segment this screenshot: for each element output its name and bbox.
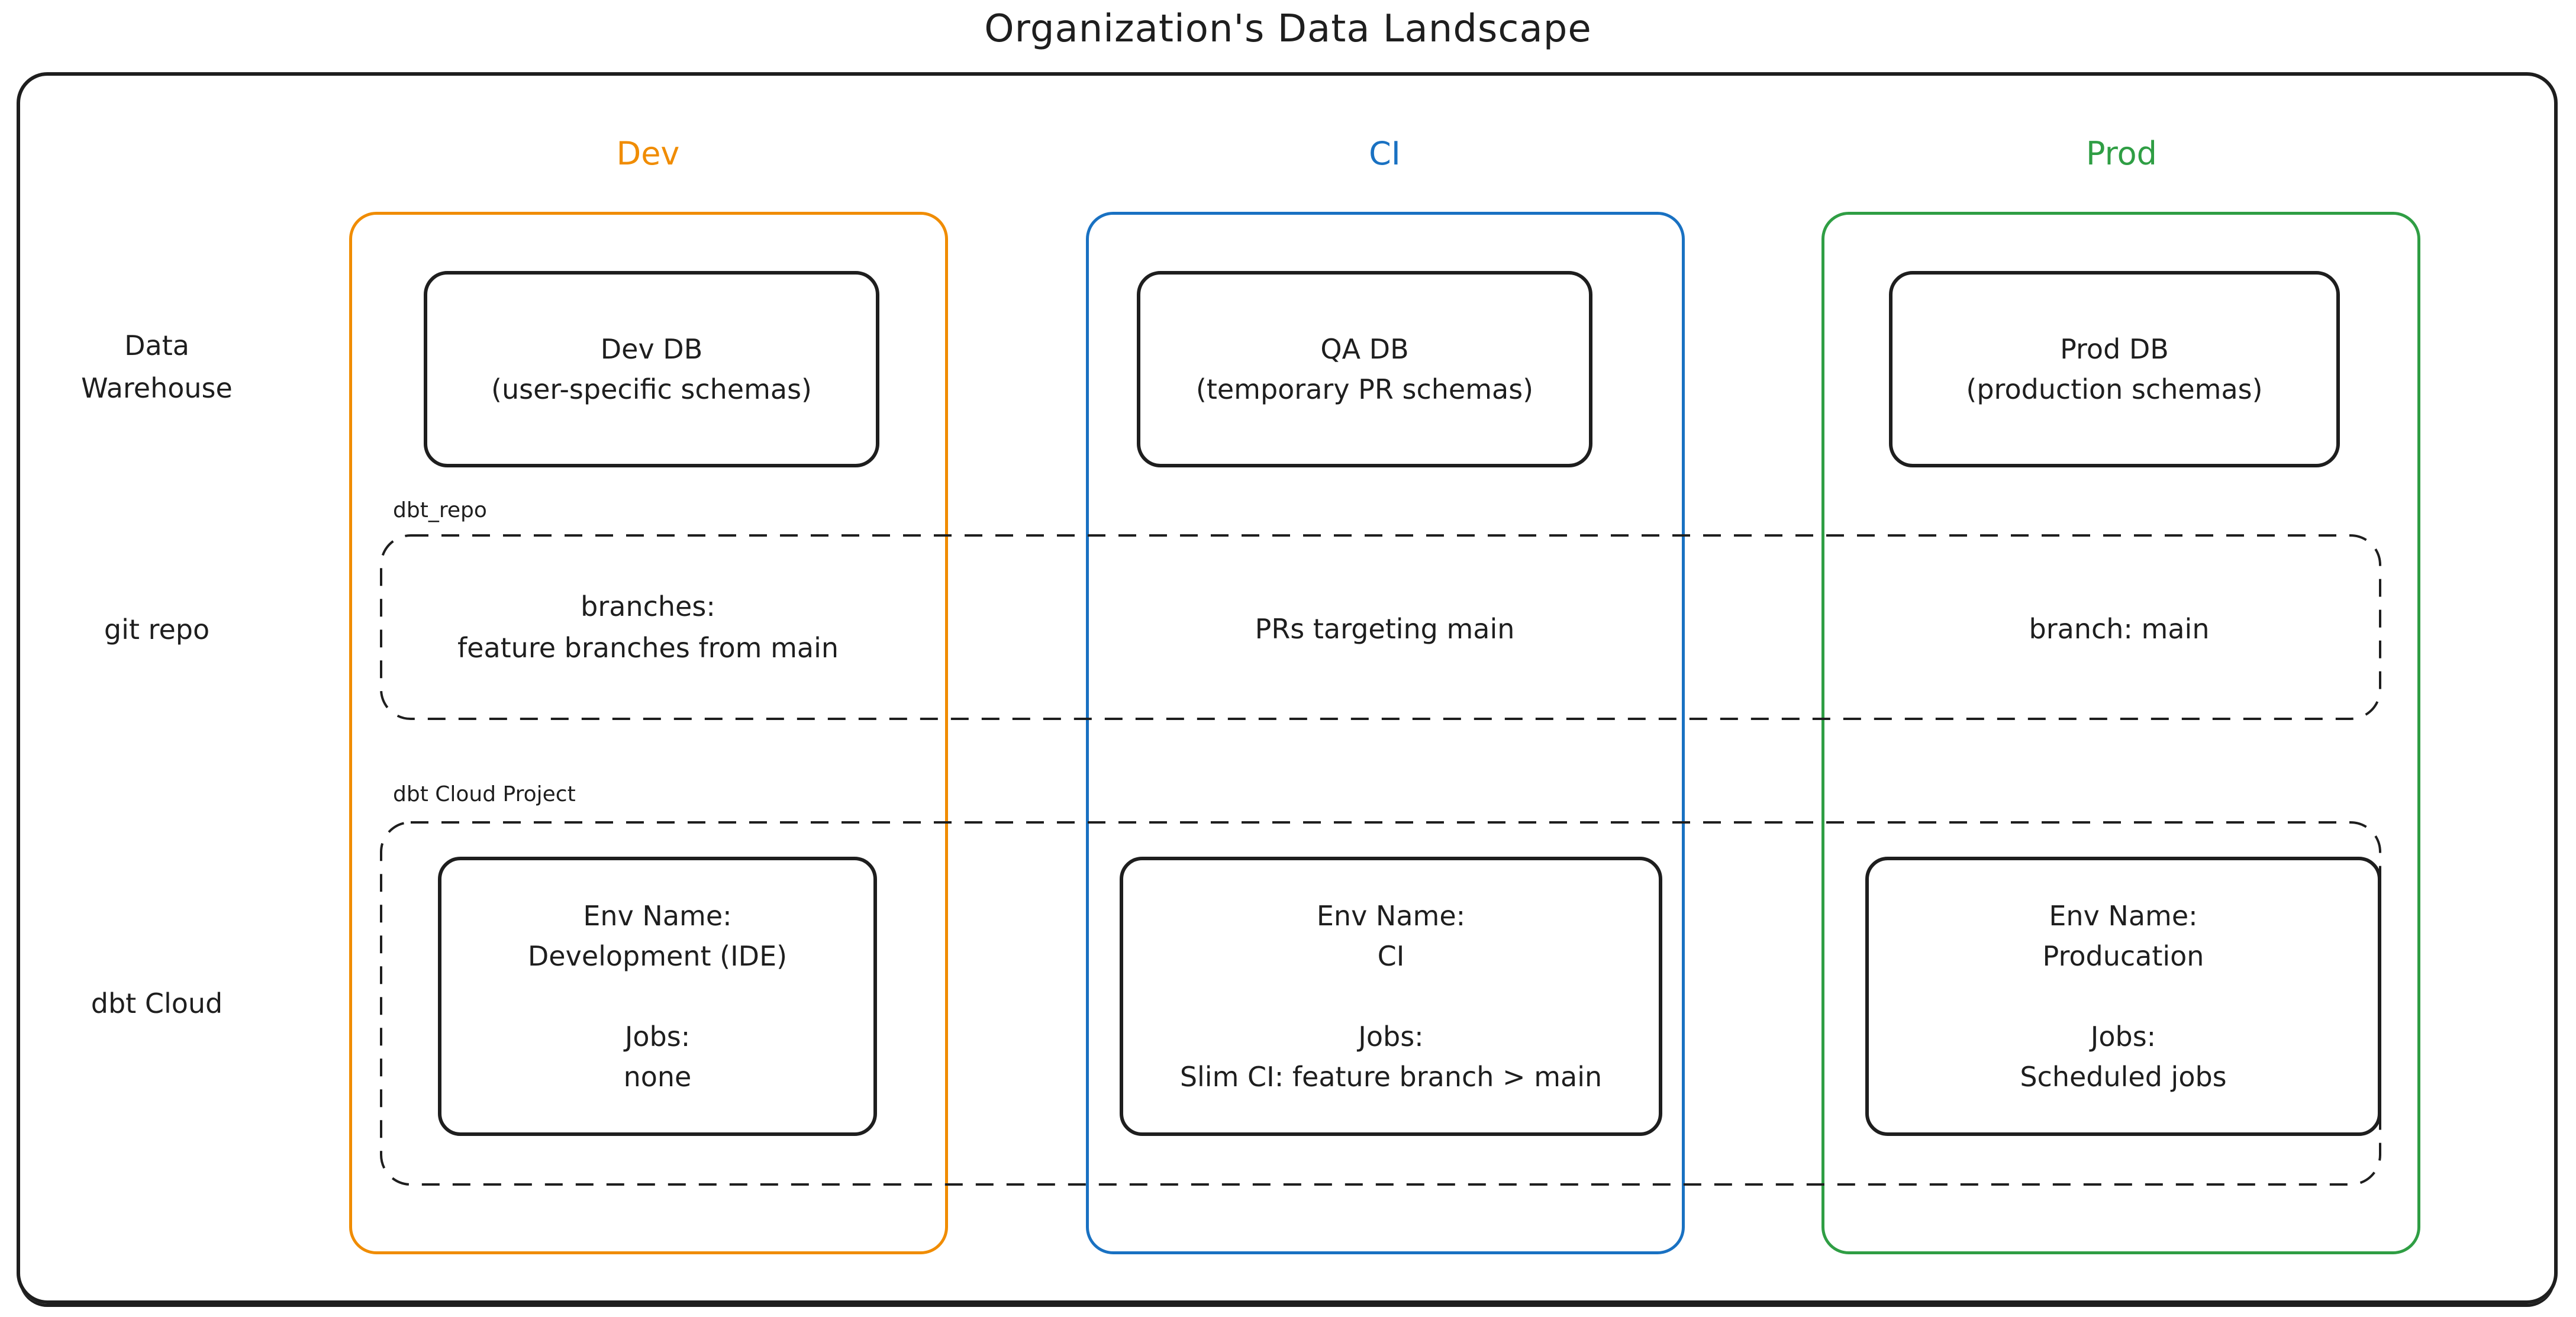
git-dev-branches-text: branches: feature branches from main [457,590,839,664]
column-box-ci [1086,212,1685,1254]
row-label-git-repo: git repo [104,614,210,645]
column-header-dev: Dev [616,135,680,172]
dbt-cloud-project-group-label: dbt Cloud Project [393,782,576,806]
dev-db-box: Dev DB (user-specific schemas) [424,271,879,467]
diagram-title: Organization's Data Landscape [984,7,1592,51]
column-box-prod [1821,212,2420,1254]
column-box-dev [349,212,948,1254]
git-prod-branch-text: branch: main [2029,613,2210,645]
git-ci-prs-text: PRs targeting main [1255,613,1515,645]
column-header-ci: CI [1369,135,1401,172]
landscape-container-box [17,72,2558,1304]
dev-environment-box: Env Name: Development (IDE) Jobs: none [438,857,877,1136]
prod-environment-box: Env Name: Producation Jobs: Scheduled jo… [1865,857,2381,1136]
ci-environment-box: Env Name: CI Jobs: Slim CI: feature bran… [1120,857,1662,1136]
qa-db-box: QA DB (temporary PR schemas) [1137,271,1592,467]
row-label-data-warehouse: Data Warehouse [81,330,233,404]
column-header-prod: Prod [2086,135,2157,172]
prod-db-box: Prod DB (production schemas) [1889,271,2340,467]
row-label-dbt-cloud: dbt Cloud [91,987,223,1019]
dbt-repo-group-label: dbt_repo [393,498,487,522]
